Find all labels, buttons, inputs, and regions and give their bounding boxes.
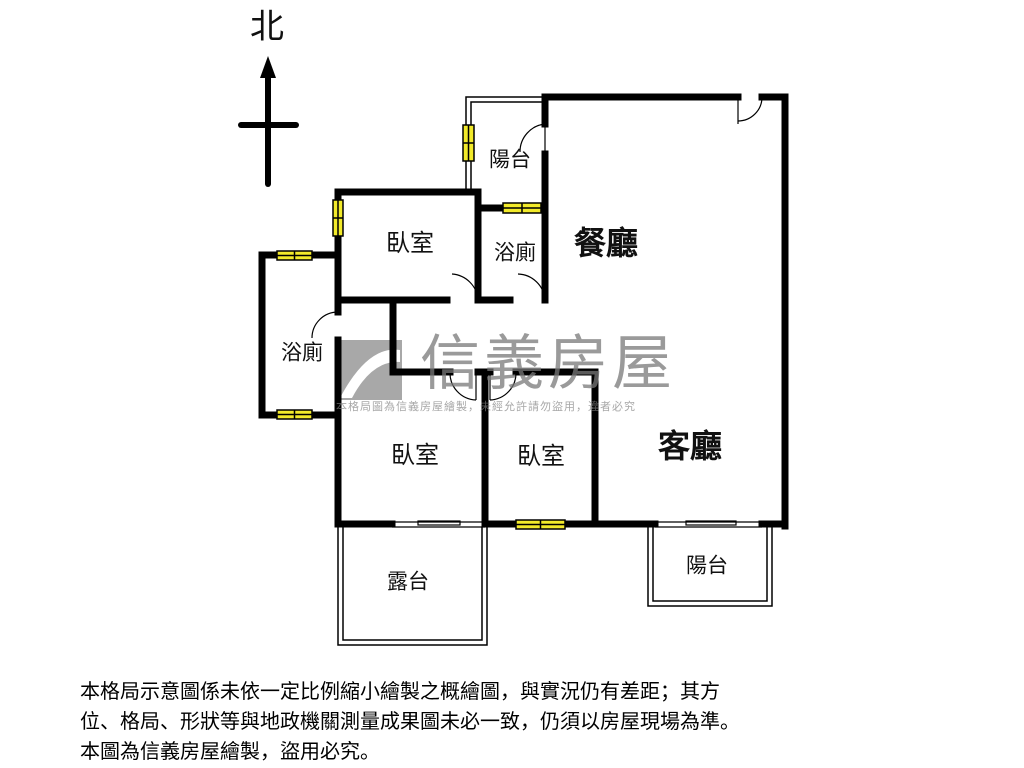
room-label-balcony-top: 陽台	[489, 147, 531, 172]
room-label-balcony-bottom: 陽台	[686, 553, 728, 578]
room-label-bedroom-mid: 臥室	[517, 442, 565, 470]
disclaimer-line: 本格局示意圖係未依一定比例縮小繪製之概繪圖，與實況仍有差距；其方	[80, 679, 720, 703]
north-label: 北	[250, 7, 284, 47]
disclaimer: 本格局示意圖係未依一定比例縮小繪製之概繪圖，與實況仍有差距；其方 位、格局、形狀…	[80, 676, 980, 766]
swing-doors	[311, 96, 763, 401]
disclaimer-line: 位、格局、形狀等與地政機關測量成果圖未必一致，仍須以房屋現場為準。	[80, 709, 740, 733]
watermark-notice: 本格局圖為信義房屋繪製，未經允許請勿盜用，違者必究	[336, 400, 636, 413]
watermark-brand: 信義房屋	[420, 329, 676, 399]
north-arrow-icon	[238, 56, 299, 187]
room-label-living: 客廳	[657, 427, 723, 465]
windows	[276, 124, 566, 530]
room-label-terrace: 露台	[387, 569, 429, 594]
balcony-outlines	[337, 96, 773, 646]
room-label-bedroom-left: 臥室	[391, 441, 439, 469]
disclaimer-line: 本圖為信義房屋繪製，盜用必究。	[80, 739, 380, 763]
room-label-dining: 餐廳	[573, 224, 639, 262]
room-label-bath-left: 浴廁	[281, 340, 323, 365]
room-label-bedroom-top: 臥室	[386, 229, 434, 257]
sliding-doors	[392, 520, 762, 528]
room-label-bath-top: 浴廁	[494, 240, 536, 265]
